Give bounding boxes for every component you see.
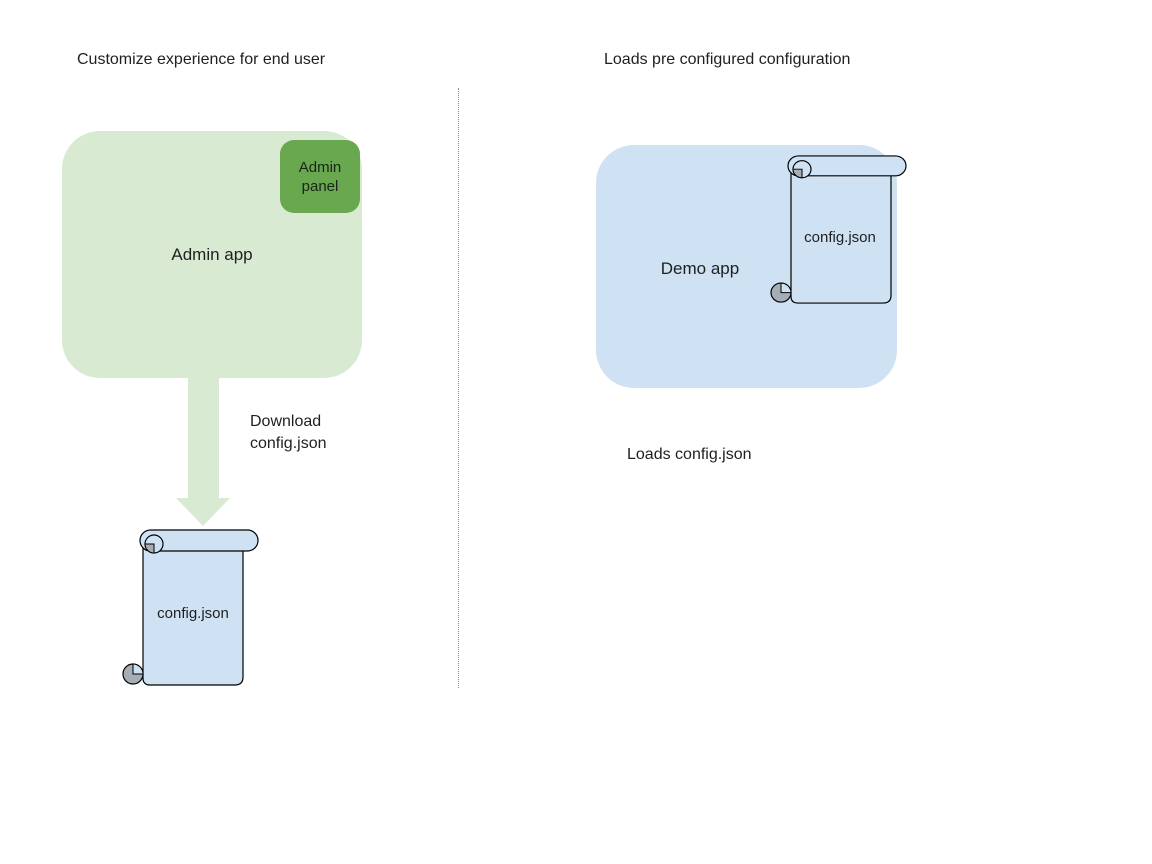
section-divider — [458, 88, 459, 688]
config-file-label: config.json — [157, 605, 229, 622]
admin-app-label: Admin app — [171, 244, 253, 264]
config-file-scroll-icon — [122, 529, 259, 686]
right-section-heading: Loads pre configured configuration — [604, 51, 851, 68]
admin-panel-label: Admin panel — [298, 158, 342, 195]
download-arrow-icon — [176, 378, 230, 526]
config-file-scroll-icon — [770, 155, 907, 304]
loads-config-caption: Loads config.json — [627, 446, 752, 463]
download-arrow-caption: Download config.json — [250, 413, 327, 452]
config-file-label: config.json — [804, 229, 876, 246]
left-section-heading: Customize experience for end user — [77, 51, 326, 68]
demo-app-label: Demo app — [660, 259, 740, 278]
admin-panel-box: Admin panel — [280, 140, 360, 213]
